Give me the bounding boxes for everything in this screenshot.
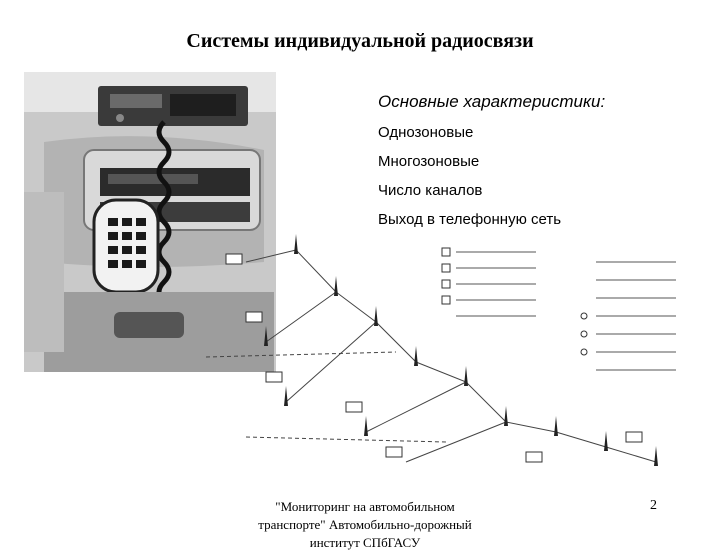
characteristic-item: Выход в телефонную сеть	[378, 211, 562, 228]
radio-network-diagram	[206, 234, 676, 466]
car-radio-photo	[24, 72, 276, 372]
page-number: 2	[650, 498, 657, 513]
characteristic-item: Многозоновые	[378, 153, 480, 170]
characteristics-heading: Основные характеристики:	[378, 92, 606, 111]
characteristic-item: Однозоновые	[378, 124, 474, 141]
footer-text: "Мониторинг на автомобильном транспорте"…	[258, 499, 472, 550]
characteristic-item: Число каналов	[378, 182, 483, 199]
characteristics-list: Однозоновые Многозоновые Число каналов В…	[378, 124, 561, 240]
slide-title: Системы индивидуальной радиосвязи	[186, 30, 534, 52]
